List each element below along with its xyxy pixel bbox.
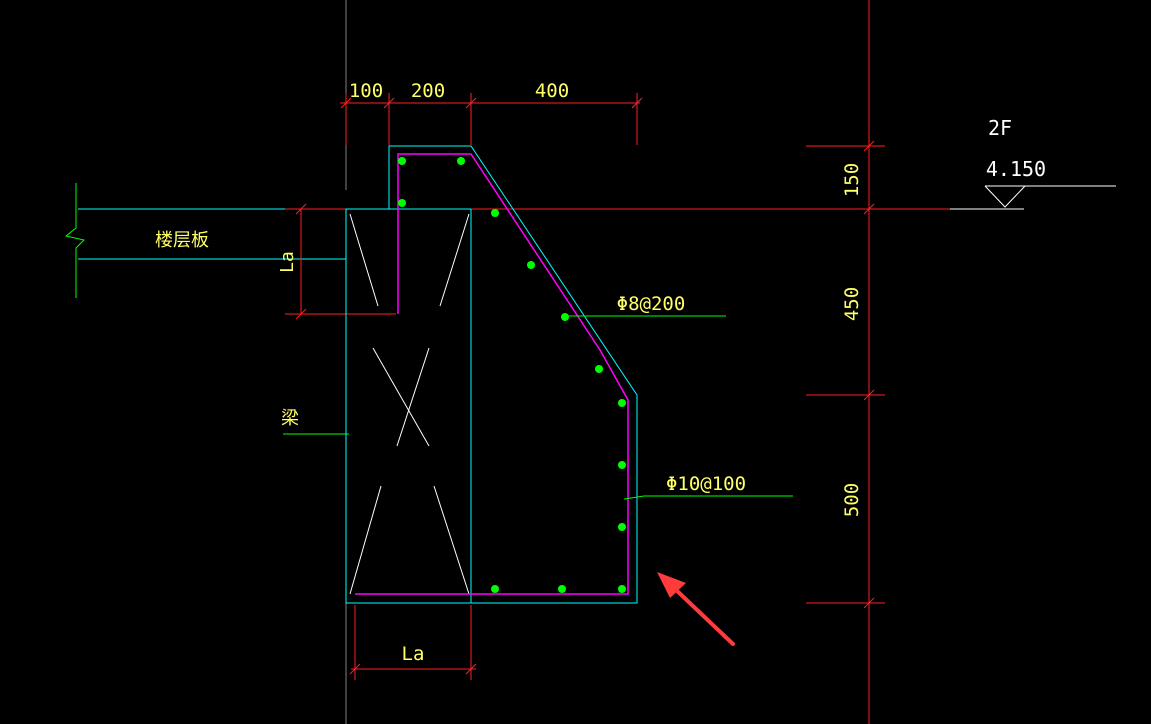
right-dimension-chain [806,140,885,609]
dim-top-100: 100 [349,80,383,102]
rebar-dot [595,365,603,373]
rebar-dot [561,313,569,321]
dim-right-150: 150 [841,163,863,197]
dim-right-450: 450 [841,287,863,321]
anchorage-label-side: La [277,251,298,273]
annotation-arrow-icon [657,572,735,646]
break-mark [64,183,85,298]
dim-right-500: 500 [841,483,863,517]
elevation-value: 4.150 [986,157,1046,181]
floor-slab-label: 楼层板 [155,230,209,251]
rebar-dot [618,399,626,407]
beam-label: 梁 [281,408,299,429]
rebar-stirrup [355,153,629,595]
dim-top-400: 400 [535,80,569,102]
rebar-dot [398,157,406,165]
elevation-symbol [950,185,1116,210]
dim-top-200: 200 [411,80,445,102]
top-dimension-chain [340,93,643,145]
rebar-dots [398,157,626,593]
beam-cross-marks [349,213,470,595]
anchorage-label-bottom: La [402,643,425,665]
concrete-outline [345,145,638,604]
rebar-bottom-leader [623,495,793,500]
rebar-dot [398,199,406,207]
rebar-dot [491,585,499,593]
anchorage-dimension-side [285,203,396,320]
rebar-top-label: Φ8@200 [617,293,686,315]
anchorage-dimension-bottom [349,605,477,680]
rebar-dot [618,523,626,531]
rebar-dot [618,585,626,593]
floor-label: 2F [988,116,1012,140]
rebar-dot [618,461,626,469]
floor-slab [78,208,346,260]
rebar-dot [527,261,535,269]
rebar-dot [457,157,465,165]
grid-lines [285,0,1010,724]
rebar-dot [558,585,566,593]
rebar-bottom-label: Φ10@100 [666,473,746,495]
rebar-dot [491,209,499,217]
